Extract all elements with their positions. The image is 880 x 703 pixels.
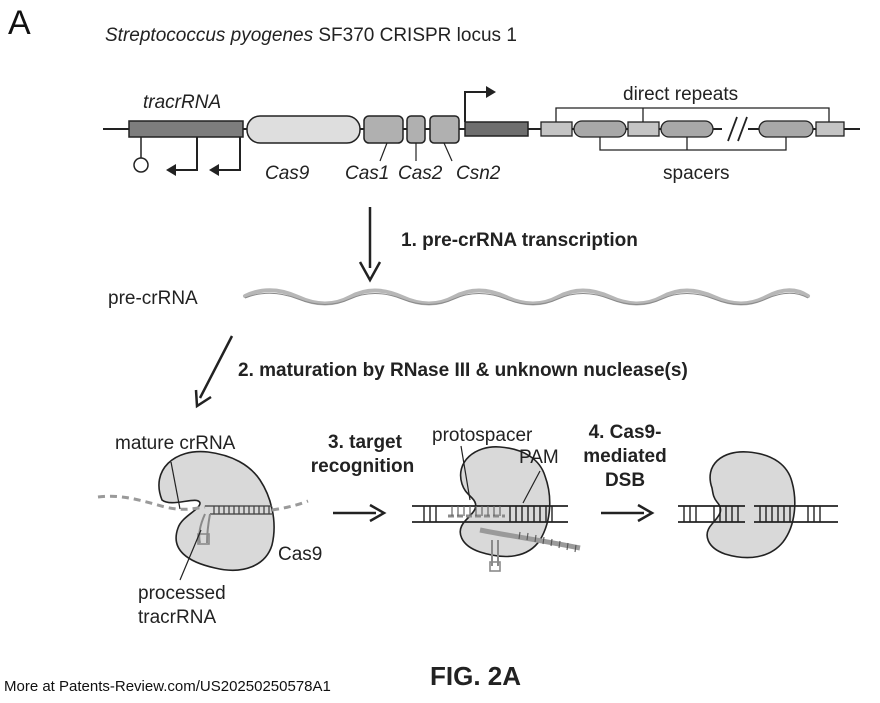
- pre-crrna-strand: [245, 290, 808, 303]
- leader-promoter-arrowhead-icon: [486, 86, 496, 98]
- step4-arrow-icon: [601, 505, 652, 521]
- repeats-bracket: [556, 108, 829, 122]
- organism-name: Streptococcus pyogenes: [105, 25, 313, 46]
- figure-label: FIG. 2A: [430, 661, 521, 692]
- cas9-gene-label: Cas9: [265, 163, 309, 185]
- step2-label: 2. maturation by RNase III & unknown nuc…: [238, 360, 688, 382]
- spacer-3: [759, 121, 813, 137]
- step4-label-line1: 4. Cas9-: [575, 422, 675, 444]
- step3-label-line1: 3. target: [310, 432, 420, 454]
- cas9-protein-label: Cas9: [278, 544, 322, 566]
- step4-label-line3: DSB: [575, 470, 675, 492]
- footer-link[interactable]: More at Patents-Review.com/US20250250578…: [4, 678, 331, 695]
- pam-label: PAM: [519, 447, 559, 469]
- spacers-bracket: [600, 137, 786, 150]
- tracrrna-gene: [129, 121, 243, 137]
- spacers-label: spacers: [663, 163, 730, 185]
- repeat-1: [541, 122, 572, 136]
- cas2-gene: [407, 116, 425, 143]
- promoter-arrowhead-2-icon: [209, 164, 219, 176]
- cas2-gene-label: Cas2: [398, 163, 442, 185]
- promoter-arrow-1-icon: [170, 137, 197, 170]
- csn2-gene-label: Csn2: [456, 163, 500, 185]
- step3-arrow-icon: [333, 505, 384, 521]
- csn2-gene: [430, 116, 459, 143]
- step2-arrow-icon: [196, 336, 232, 406]
- direct-repeats-label: direct repeats: [623, 84, 738, 106]
- step3-label-line2: recognition: [300, 456, 425, 478]
- promoter-arrow-2-icon: [213, 137, 240, 170]
- tracrrna-label: tracrRNA: [138, 607, 216, 629]
- tracrrna-gene-label: tracrRNA: [143, 92, 221, 114]
- step1-arrow-icon: [360, 207, 380, 280]
- cas9-protein-shape-3: [707, 452, 795, 558]
- panel-label: A: [8, 4, 31, 43]
- step4-label-line2: mediated: [575, 446, 675, 468]
- mature-crrna-label: mature crRNA: [115, 433, 235, 455]
- figure-title: Streptococcus pyogenes SF370 CRISPR locu…: [105, 25, 517, 47]
- cas1-pointer: [380, 143, 387, 161]
- step1-label: 1. pre-crRNA transcription: [401, 230, 638, 252]
- leader-sequence: [465, 122, 528, 136]
- repeat-3: [816, 122, 844, 136]
- cas1-gene-label: Cas1: [345, 163, 389, 185]
- cas9-gene: [247, 116, 360, 143]
- repeat-2: [628, 122, 659, 136]
- promoter-arrowhead-1-icon: [166, 164, 176, 176]
- processed-label: processed: [138, 583, 226, 605]
- spacer-1: [574, 121, 626, 137]
- spacer-2: [661, 121, 713, 137]
- cas9-complex-3: [678, 452, 838, 558]
- protospacer-label: protospacer: [432, 425, 532, 447]
- cas9-complex-1: [98, 452, 308, 580]
- crrna-tail-right-1: [272, 501, 308, 510]
- csn2-pointer: [444, 143, 452, 161]
- cas1-gene: [364, 116, 403, 143]
- terminator-loop-icon: [134, 158, 148, 172]
- locus-name: SF370 CRISPR locus 1: [313, 25, 517, 46]
- pre-crrna-label: pre-crRNA: [108, 288, 198, 310]
- cas9-protein-shape-1: [159, 452, 274, 571]
